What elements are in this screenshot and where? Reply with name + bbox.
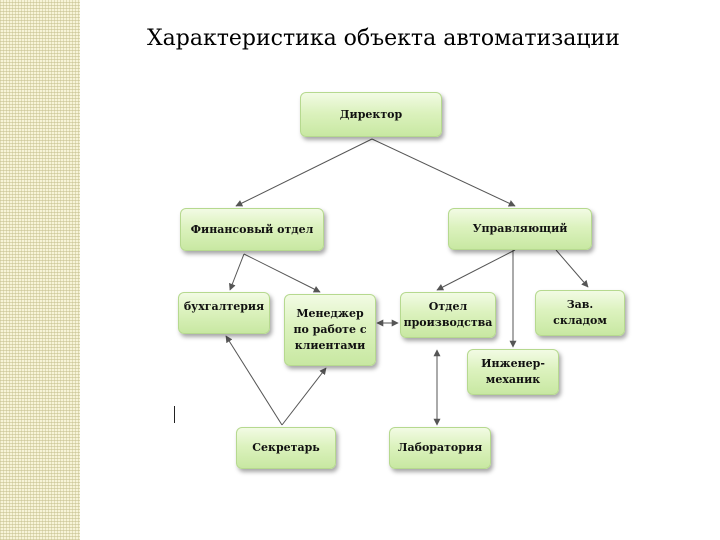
text-cursor-mark [174, 406, 175, 423]
page-title: Характеристика объекта автоматизации [147, 26, 620, 51]
link-secretary-client-manager [281, 367, 327, 426]
link-director-finance [235, 138, 373, 207]
node-client-manager: Менеджер по работе с клиентами [284, 294, 376, 366]
node-laboratory: Лаборатория [389, 427, 491, 469]
link-manager-warehouse [555, 249, 589, 288]
node-director: Директор [300, 92, 442, 137]
link-finance-accounting [229, 253, 245, 291]
node-mechanical-engineer: Инженер- механик [467, 349, 559, 395]
node-production-department: Отдел производства [400, 292, 496, 338]
node-warehouse-head: Зав. складом [535, 290, 625, 336]
link-secretary-accounting [225, 335, 283, 426]
node-secretary: Секретарь [236, 427, 336, 469]
link-director-manager [371, 138, 516, 207]
node-manager: Управляющий [448, 208, 592, 250]
link-finance-client-manager [243, 253, 321, 293]
decorative-left-stripe [0, 0, 80, 540]
link-manager-production [436, 249, 516, 291]
node-finance-department: Финансовый отдел [180, 208, 324, 251]
node-accounting: бухгалтерия [178, 292, 270, 334]
